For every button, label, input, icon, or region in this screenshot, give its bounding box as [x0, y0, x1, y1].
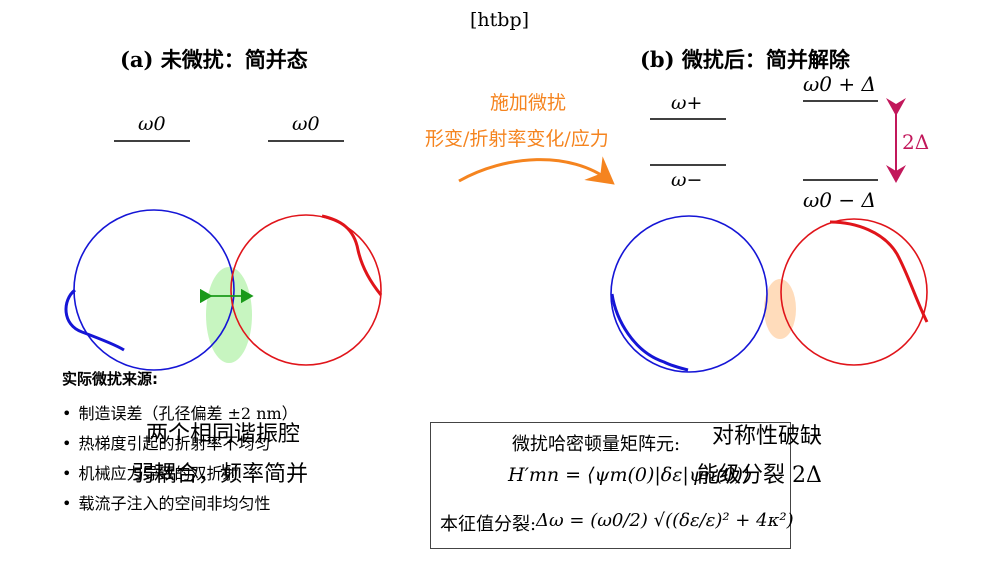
cavity-a-left-distortion — [64, 288, 125, 352]
eigen-formula: Δω = (ω0/2) √((δε/ε)² + 4κ²) — [536, 510, 794, 531]
panel-b-caption-line1: 对称性破缺 — [712, 424, 823, 449]
level-minus-label: ω− — [671, 169, 703, 191]
source-item: 载流子注入的空间非均匀性 — [62, 490, 298, 514]
sources-list: 制造误差（孔径偏差 ±2 nm） 热梯度引起的折射率不均匀 机械应力导致的双折射… — [62, 400, 298, 520]
level-lower-label: ω0 − Δ — [803, 188, 876, 212]
formula-box — [430, 422, 791, 549]
formula-title: 微扰哈密顿量矩阵元: — [512, 434, 681, 455]
panel-a-caption-line1: 两个相同谐振腔 — [146, 422, 301, 447]
placement-spec: [htbp] — [470, 9, 530, 31]
panel-b-caption-line2: 能级分裂 2Δ — [697, 463, 822, 488]
level-a-left-label: ω0 — [138, 113, 166, 135]
perturbation-arrow — [458, 156, 615, 185]
cavity-b-right — [780, 218, 928, 366]
sources-title: 实际微扰来源: — [62, 370, 158, 388]
level-upper-label: ω0 + Δ — [803, 72, 876, 96]
source-item: 机械应力导致的双折射 — [62, 460, 298, 484]
level-a-right-label: ω0 — [292, 113, 320, 135]
panel-b-title: (b) 微扰后：简并解除 — [640, 47, 850, 72]
cavity-b-left-distortion — [610, 293, 689, 372]
splitting-label: 2Δ — [902, 130, 930, 154]
source-item: 热梯度引起的折射率不均匀 — [62, 430, 298, 454]
cavity-b-right-distortion — [829, 220, 929, 323]
cavity-b-left — [610, 215, 768, 373]
arrow-label-line1: 施加微扰 — [490, 92, 567, 114]
cavity-a-right-distortion — [321, 214, 383, 296]
source-item: 制造误差（孔径偏差 ±2 nm） — [62, 400, 297, 424]
panel-a-title: (a) 未微扰：简并态 — [120, 47, 308, 72]
eigen-prefix: 本征值分裂: — [440, 514, 537, 535]
panel-a-caption-line2: 弱耦合，频率简并 — [132, 462, 309, 487]
level-plus-label: ω+ — [671, 92, 703, 114]
arrow-label-line2: 形变/折射率变化/应力 — [425, 128, 609, 150]
coupling-region — [206, 267, 252, 363]
cavity-a-right — [230, 214, 382, 366]
matrix-element-formula: H′mn = ⟨ψm(0)|δε|ψn(0)⟩ — [508, 464, 751, 486]
